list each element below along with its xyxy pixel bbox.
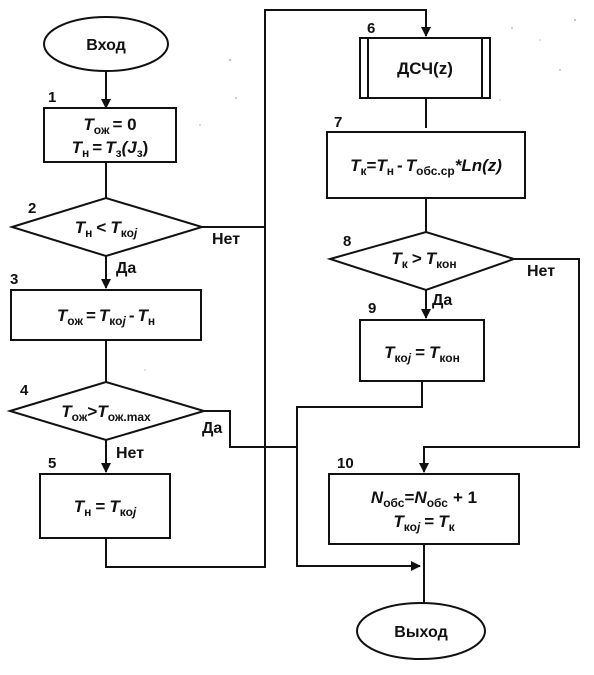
- block-number-5: 5: [48, 455, 56, 472]
- connectors: [101, 9, 580, 604]
- block-number-4: 4: [20, 382, 29, 399]
- start-label: Вход: [86, 37, 126, 54]
- end-terminal: Выход: [356, 602, 486, 660]
- block-number-1: 1: [48, 89, 56, 106]
- block-10: Nобс=Nобс+ 1 Tкоj=Tк: [328, 473, 520, 545]
- branch-8-no: Нет: [527, 263, 555, 280]
- block-7: Tк=Tн-Tобс.ср*Ln(z): [326, 131, 526, 199]
- block-3-formula: Tож=Tкоj-Tн: [57, 306, 155, 328]
- block-10-line-2: Tкоj=Tк: [393, 512, 455, 534]
- block-7-formula: Tк=Tн-Tобс.ср*Ln(z): [350, 156, 502, 178]
- block-6-label: ДСЧ(z): [397, 59, 453, 78]
- decision-8: Tк>Tкон: [326, 230, 518, 292]
- block-number-3: 3: [10, 271, 18, 288]
- branch-4-yes: Да: [202, 420, 222, 437]
- block-number-7: 7: [334, 114, 342, 131]
- block-3: Tож=Tкоj-Tн: [10, 289, 202, 341]
- block-1-line-2: Tн=Tз(Jз): [72, 138, 149, 160]
- block-1-init: Tож= 0 Tн=Tз(Jз): [43, 107, 177, 163]
- block-6-predefined: ДСЧ(z): [359, 37, 491, 99]
- block-number-9: 9: [368, 300, 376, 317]
- decision-8-condition: Tк>Tкон: [391, 249, 456, 271]
- block-number-6: 6: [367, 20, 375, 37]
- start-terminal: Вход: [43, 16, 169, 72]
- decision-4-condition: Tож>Tож.max: [61, 402, 151, 424]
- block-9: Tкоj=Tкон: [359, 319, 485, 382]
- decision-2-condition: Tн<Tкоj: [75, 218, 138, 240]
- branch-2-yes: Да: [116, 260, 136, 277]
- block-10-line-1: Nобс=Nобс+ 1: [371, 488, 477, 510]
- block-number-8: 8: [343, 233, 351, 250]
- block-5: Tн=Tкоj: [39, 473, 171, 539]
- block-9-formula: Tкоj=Tкон: [384, 343, 460, 365]
- block-1-line-1: Tож= 0: [83, 115, 136, 137]
- end-label: Выход: [394, 624, 447, 641]
- block-5-formula: Tн=Tкоj: [74, 497, 137, 519]
- block-number-10: 10: [337, 455, 354, 472]
- block-number-2: 2: [28, 200, 36, 217]
- decision-4: Tож>Tож.max: [6, 380, 208, 442]
- branch-8-yes: Да: [432, 292, 452, 309]
- branch-2-no: Нет: [212, 231, 240, 248]
- decision-2: Tн<Tкоj: [8, 196, 206, 258]
- branch-4-no: Нет: [116, 445, 144, 462]
